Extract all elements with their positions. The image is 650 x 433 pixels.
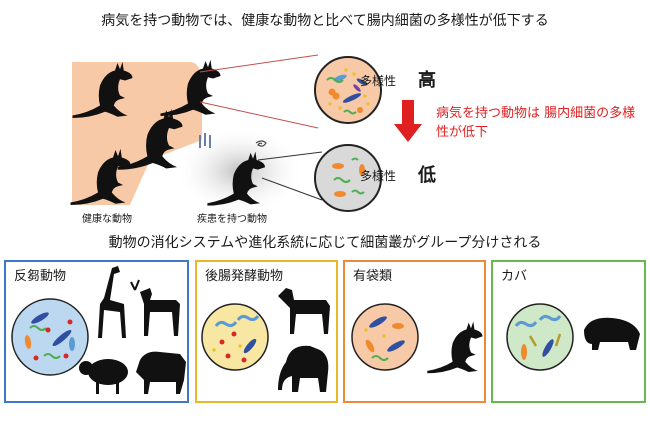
diversity-label-high: 多様性 (360, 74, 397, 88)
group-ruminant: 反芻動物 (4, 260, 189, 403)
group-label: カバ (501, 269, 528, 284)
low-diversity-circle (314, 144, 382, 212)
healthy-animal-label: 健康な動物 (82, 214, 132, 225)
group-label: 反芻動物 (14, 269, 67, 284)
hippo-icon (584, 317, 640, 350)
group-hippo: カバ (491, 260, 646, 403)
diseased-animal-label: 疾患を持つ動物 (197, 214, 267, 225)
dizzy-spiral-icon (255, 140, 267, 147)
zebra-icon (278, 288, 330, 334)
marsupial-gut-circle (351, 303, 419, 371)
group-label: 有袋類 (353, 269, 393, 284)
bison-icon (136, 351, 186, 394)
down-arrow-icon (394, 100, 422, 142)
zoom-lines-high (199, 54, 319, 129)
diversity-label-low: 多様性 (360, 169, 397, 183)
giraffe-icon (98, 266, 126, 338)
group-label: 後腸発酵動物 (205, 269, 284, 284)
disease-note: 病気を持つ動物は 腸内細菌の多様性が低下 (436, 106, 636, 140)
sheep-icon (79, 359, 128, 394)
hindgut-gut-circle (201, 303, 269, 371)
high-diversity-circle (314, 56, 382, 124)
diversity-value-low: 低 (418, 165, 436, 186)
zoom-lines-low (257, 151, 323, 201)
diagram-title: 病気を持つ動物では、健康な動物と比べて腸内細菌の多様性が低下する (101, 13, 549, 29)
group-hindgut-fermenter: 後腸発酵動物 (195, 260, 338, 403)
deer-icon (130, 279, 180, 336)
group-marsupial: 有袋類 (343, 260, 486, 403)
hippo-gut-circle (506, 303, 574, 371)
diversity-value-high: 高 (418, 70, 436, 91)
elephant-icon (278, 345, 329, 392)
diagram-subtitle: 動物の消化システムや進化系統に応じて細菌叢がグループ分けされる (108, 235, 542, 251)
sick-marks-icon (199, 133, 211, 148)
ruminant-gut-circle (11, 298, 89, 376)
